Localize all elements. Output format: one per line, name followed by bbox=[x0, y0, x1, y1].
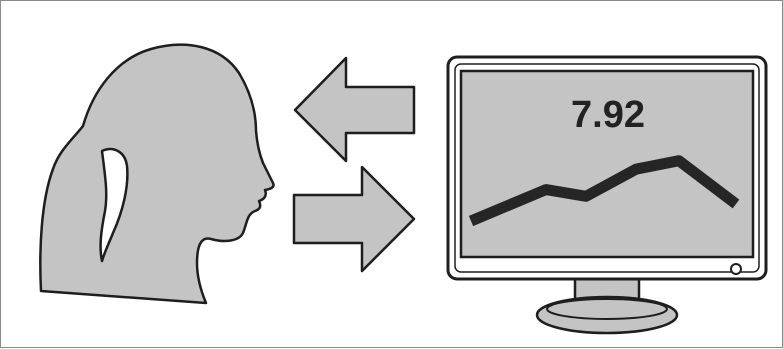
readout-value: 7.92 bbox=[571, 94, 645, 136]
power-button-icon bbox=[731, 264, 741, 274]
arrow-right-icon bbox=[294, 167, 414, 271]
person-silhouette bbox=[40, 45, 273, 303]
head-profile bbox=[40, 45, 273, 303]
arrow-left-icon bbox=[295, 58, 414, 161]
monitor: 7.92 bbox=[448, 57, 766, 333]
monitor-stand-base-top bbox=[547, 299, 667, 319]
